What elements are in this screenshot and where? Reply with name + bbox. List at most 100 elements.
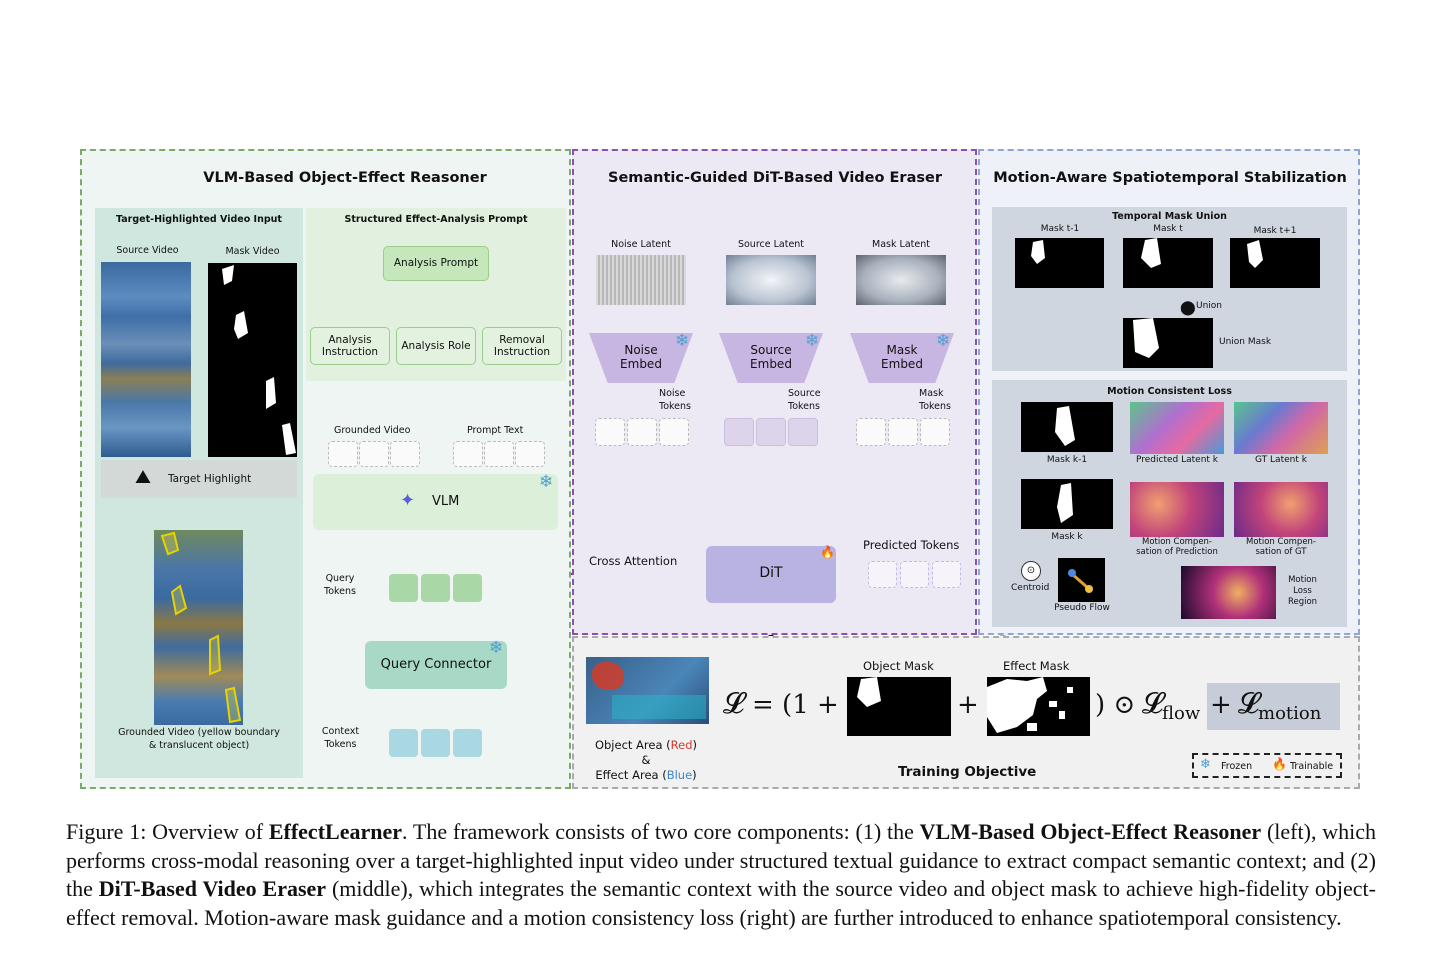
prompt-token-2	[484, 441, 514, 467]
ampersand: &	[641, 753, 651, 767]
centroid-icon: ⊙	[1021, 561, 1041, 581]
formula-motion-sub: motion	[1258, 703, 1322, 724]
mask-k-minus-1-label: Mask k-1	[1046, 455, 1088, 465]
noise-token-1	[595, 418, 625, 446]
object-effect-caption: Object Area (Red) & Effect Area (Blue)	[574, 738, 718, 783]
query-tokens-l1: Query	[325, 573, 355, 584]
figure-caption: Figure 1: Overview of EffectLearner. The…	[66, 818, 1376, 932]
mask-t-image	[1123, 238, 1213, 288]
object-area-red: Red	[670, 738, 693, 752]
pseudo-flow-arrow	[1068, 569, 1093, 593]
pseudo-flow-image	[1058, 558, 1105, 602]
source-tokens-l2: Tokens	[788, 401, 820, 412]
context-tokens-l2: Tokens	[324, 739, 357, 750]
noise-embed-l1: Noise	[624, 343, 658, 357]
formula-L-flow: 𝓛	[1142, 686, 1164, 720]
union-label: Union	[1196, 301, 1223, 311]
analysis-instruction-l1: Analysis	[328, 334, 372, 346]
legend-trainable-label: Trainable	[1290, 761, 1334, 772]
caption-lead: Figure 1: Overview of	[66, 819, 269, 844]
mask-video-label: Mask Video	[225, 246, 280, 257]
formula-eq-open: = (1 +	[752, 690, 839, 720]
mask-k-shape	[1057, 483, 1073, 523]
target-highlight-bar	[101, 460, 297, 498]
input-title: Target-Highlighted Video Input	[116, 214, 282, 225]
noise-embed-frozen-icon: ❄	[675, 331, 690, 351]
effect-area-suffix: )	[692, 768, 697, 782]
query-connector-box	[365, 641, 507, 689]
predicted-latent-image	[1130, 402, 1224, 454]
effect-mask-label: Effect Mask	[1003, 659, 1070, 673]
motion-comp-pred-l2: sation of Prediction	[1136, 547, 1218, 557]
source-tokens-l1: Source	[788, 388, 821, 399]
source-latent-label: Source Latent	[737, 239, 805, 250]
source-token-1	[724, 418, 754, 446]
formula-plus: +	[957, 690, 979, 720]
source-embed-frozen-icon: ❄	[805, 331, 820, 351]
caption-b1: VLM-Based Object-Effect Reasoner	[919, 819, 1262, 844]
noise-tokens-l2: Tokens	[659, 401, 691, 412]
caption-t1: . The framework consists of two core com…	[402, 819, 920, 844]
analysis-prompt-label: Analysis Prompt	[393, 257, 479, 269]
target-highlight-label: Target Highlight	[168, 473, 252, 485]
legend-box	[1192, 753, 1342, 778]
mask-embed-l2: Embed	[881, 357, 923, 371]
motion-loss-l3: Region	[1287, 597, 1318, 607]
vlm-frozen-icon: ❄	[539, 472, 554, 492]
dit-box	[706, 546, 836, 603]
motion-comp-pred-l1: Motion Compen-	[1141, 537, 1212, 547]
prompt-text-tokens-label: Prompt Text	[467, 425, 524, 436]
context-token-3	[453, 729, 482, 757]
motion-comp-pred-image	[1130, 482, 1224, 537]
noise-tokens-l1: Noise	[659, 388, 686, 399]
reasoner-title: VLM-Based Object-Effect Reasoner	[203, 170, 487, 186]
effect-area-overlay	[612, 695, 706, 719]
eraser-title: Semantic-Guided DiT-Based Video Eraser	[608, 170, 942, 186]
motion-comp-gt-l2: sation of GT	[1255, 547, 1307, 557]
dit-label: DiT	[759, 565, 783, 581]
mask-embed-frozen-icon: ❄	[936, 331, 951, 351]
union-icon: ⬤	[1180, 300, 1196, 316]
dit-trainable-icon: 🔥	[820, 545, 835, 559]
mask-latent-image	[856, 255, 946, 305]
grounded-video-tokens-label: Grounded Video	[334, 425, 411, 436]
analysis-prompt-box: Analysis Prompt	[383, 246, 489, 281]
caption-name: EffectLearner	[268, 819, 402, 844]
analysis-instruction-l2: Instruction	[321, 346, 379, 358]
motion-loss-l1: Motion	[1288, 575, 1317, 585]
union-mask-label: Union Mask	[1219, 337, 1272, 347]
connector-frozen-icon: ❄	[489, 638, 504, 658]
effect-area-blue: Blue	[666, 768, 693, 782]
mask-token-3	[920, 418, 950, 446]
mask-t-plus-1-label: Mask t+1	[1253, 226, 1297, 236]
vlm-logo-icon: ✦	[400, 490, 416, 511]
motion-loss-title: Motion Consistent Loss	[1107, 386, 1232, 397]
predicted-token-1	[868, 561, 897, 588]
legend-frozen-icon: ❄	[1200, 757, 1211, 772]
caption-b2: DiT-Based Video Eraser	[98, 876, 327, 902]
gt-latent-image	[1234, 402, 1328, 454]
formula-L-motion: 𝓛	[1238, 686, 1260, 720]
mask-t-minus-1-image	[1015, 238, 1104, 288]
motion-loss-l2: Loss	[1293, 586, 1312, 596]
caption-t2: (left), which performs cross-modal reaso…	[66, 819, 1377, 902]
grounded-video-frames	[154, 530, 243, 725]
mask-latent-label: Mask Latent	[872, 239, 930, 250]
source-video-label: Source Video	[116, 245, 179, 256]
predicted-tokens-label: Predicted Tokens	[863, 538, 960, 552]
context-token-2	[421, 729, 450, 757]
legend-trainable-icon: 🔥	[1272, 757, 1287, 771]
grounded-caption-line2: & translucent object)	[148, 740, 250, 751]
noise-token-3	[659, 418, 689, 446]
grounded-token-1	[328, 441, 358, 467]
training-objective-label: Training Objective	[898, 764, 1037, 780]
motion-loss-region-image	[1181, 566, 1276, 619]
source-token-2	[756, 418, 786, 446]
object-area-overlay	[592, 662, 624, 690]
context-token-1	[389, 729, 418, 757]
